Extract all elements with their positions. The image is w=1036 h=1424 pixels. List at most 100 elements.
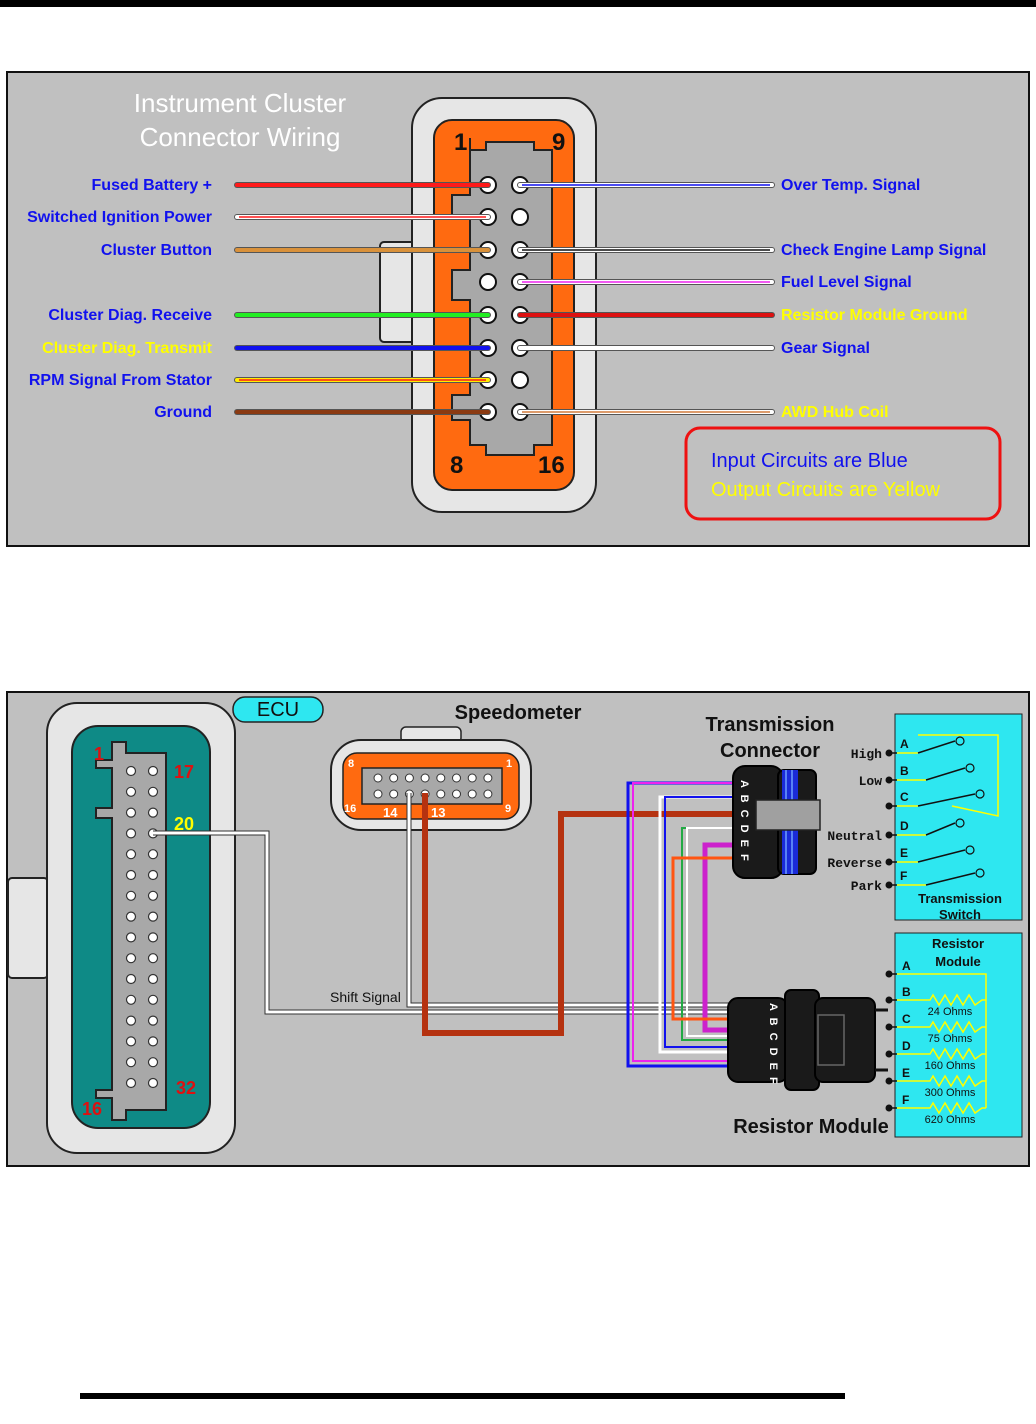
speedo-pin-4 [436, 773, 446, 783]
speedo-brown-wire [422, 793, 737, 1036]
ecu-pin-16: 16 [82, 1099, 102, 1119]
ecu-pin-30 [147, 1036, 159, 1047]
ecu-pin-6 [125, 869, 137, 881]
legend-input-text: Input Circuits are Blue [711, 450, 908, 472]
ecu-pin-1: 1 [94, 744, 104, 764]
ecu-pin-9 [125, 932, 137, 943]
circuit-legend: Input Circuits are Blue Output Circuits … [684, 426, 1002, 521]
switch-contact-D [955, 818, 965, 828]
trans-conn-pin-letters: A B C D E F [738, 780, 750, 863]
ecu-tag [232, 696, 324, 723]
right-wire-label-3: Fuel Level Signal [781, 274, 912, 291]
resistor-value-D: 160 Ohms [925, 1060, 976, 1072]
speedo-pin-8 [373, 773, 383, 783]
ecu-latch [7, 877, 49, 979]
ecu-pin-20: 20 [174, 814, 194, 834]
resistor-common-bus [916, 973, 987, 1108]
legend-output-text: Output Circuits are Yellow [711, 479, 941, 501]
speedo-pin-11 [452, 789, 461, 799]
left-wire-label-5: Cluster Diag. Transmit [42, 340, 212, 357]
resistor-module-title: Resistor Module [733, 1116, 889, 1138]
speedo-pin-10 [467, 789, 477, 799]
left-wire-label-2: Switched Ignition Power [27, 209, 212, 226]
ecu-pin-13 [125, 1015, 137, 1026]
ecu-pin-block [95, 741, 167, 1121]
cluster-pin-15 [511, 371, 529, 389]
left-wire-label-4: Cluster Diag. Receive [48, 307, 212, 324]
ecu-pin-14 [125, 1036, 137, 1047]
right-wire-label-2: Check Engine Lamp Signal [781, 242, 986, 259]
resistor-module-box-title-1: Resistor [932, 936, 984, 951]
resistor-pin-letter-F: F [902, 1093, 909, 1107]
speedo-pin-1 [483, 773, 493, 783]
resistor-pin-letter-B: B [902, 985, 911, 999]
resistor-module-box-title-2: Module [935, 954, 981, 969]
resistor-C [916, 1020, 986, 1034]
resistor-pin-letter-C: C [902, 1012, 911, 1026]
switch-blade-C [917, 793, 976, 807]
left-wire-label-6: RPM Signal From Stator [29, 372, 212, 389]
ecu-pin-19 [147, 807, 159, 818]
pin-label-9: 9 [552, 129, 565, 156]
trans-conn-latch [755, 799, 821, 831]
switch-pin-letter-E: E [900, 846, 908, 860]
switch-contact-F [975, 868, 985, 878]
resistor-pin-letter-A: A [902, 959, 911, 973]
switch-blade-E [917, 849, 966, 863]
speedo-pin-2 [467, 773, 477, 783]
ecu-tag-text: ECU [257, 699, 299, 721]
ecu-pin-27 [147, 973, 159, 985]
right-wire-label-6: AWD Hub Coil [781, 404, 889, 421]
pin-label-1: 1 [454, 129, 467, 156]
speedo-pin-15 [389, 789, 399, 799]
ecu-pin-17: 17 [174, 762, 194, 782]
panel-title-line1: Instrument Cluster [134, 88, 347, 118]
ecu-pin-32 [147, 1077, 159, 1089]
speedo-pin-9 [483, 789, 493, 799]
switch-position-4: Neutral [827, 829, 882, 844]
ecu-pin-31 [147, 1057, 159, 1068]
left-wire-label-1: Fused Battery + [92, 177, 212, 194]
ecu-pin-8 [125, 911, 137, 922]
ecu-pin-15 [125, 1057, 137, 1068]
switch-position-2: Low [859, 774, 883, 789]
trans-purple-wire [702, 842, 737, 1033]
resistor-pin-letter-D: D [902, 1039, 911, 1053]
switch-blade-D [925, 822, 956, 836]
cluster-pin-4 [479, 273, 497, 291]
ecu-pin-25 [147, 932, 159, 943]
ecu-pin-3 [125, 807, 137, 818]
switch-contact-A [955, 736, 965, 746]
transmission-connector-title-2: Connector [720, 740, 820, 762]
speedo-pin-16 [373, 789, 383, 799]
ecu-pin-1 [125, 765, 137, 777]
shift-signal-wire [153, 831, 737, 1014]
switch-contact-E [965, 845, 975, 855]
wiring-runs [153, 781, 737, 1068]
speedo-pin-16: 16 [344, 803, 356, 815]
switch-blade-A [917, 740, 956, 754]
panel-title-line2: Connector Wiring [140, 122, 341, 152]
speedo-pin-6 [404, 773, 414, 783]
ecu-pin-2 [125, 786, 137, 797]
right-wire-label-1: Over Temp. Signal [781, 177, 920, 194]
trans-orange-wire [671, 856, 737, 1021]
transmission-connector: Transmission Connector A B C D E F [706, 714, 834, 879]
speedo-pin-1: 1 [506, 758, 512, 770]
resistor-value-C: 75 Ohms [928, 1033, 973, 1045]
switch-pin-letter-F: F [900, 869, 907, 883]
pin-label-8: 8 [450, 452, 463, 479]
speedo-pin-7 [389, 773, 399, 783]
cluster-wire-labels: Fused Battery + Switched Ignition PowerCl… [27, 177, 986, 421]
switch-contact-B [965, 763, 975, 773]
speedo-pin-13: 13 [431, 805, 445, 820]
cluster-wires [234, 182, 775, 415]
switch-pin-letter-C: C [900, 790, 909, 804]
speedometer-pin-block [361, 767, 503, 805]
ecu-pin-17 [147, 765, 159, 777]
trans-white-thin-wire [686, 827, 737, 1037]
